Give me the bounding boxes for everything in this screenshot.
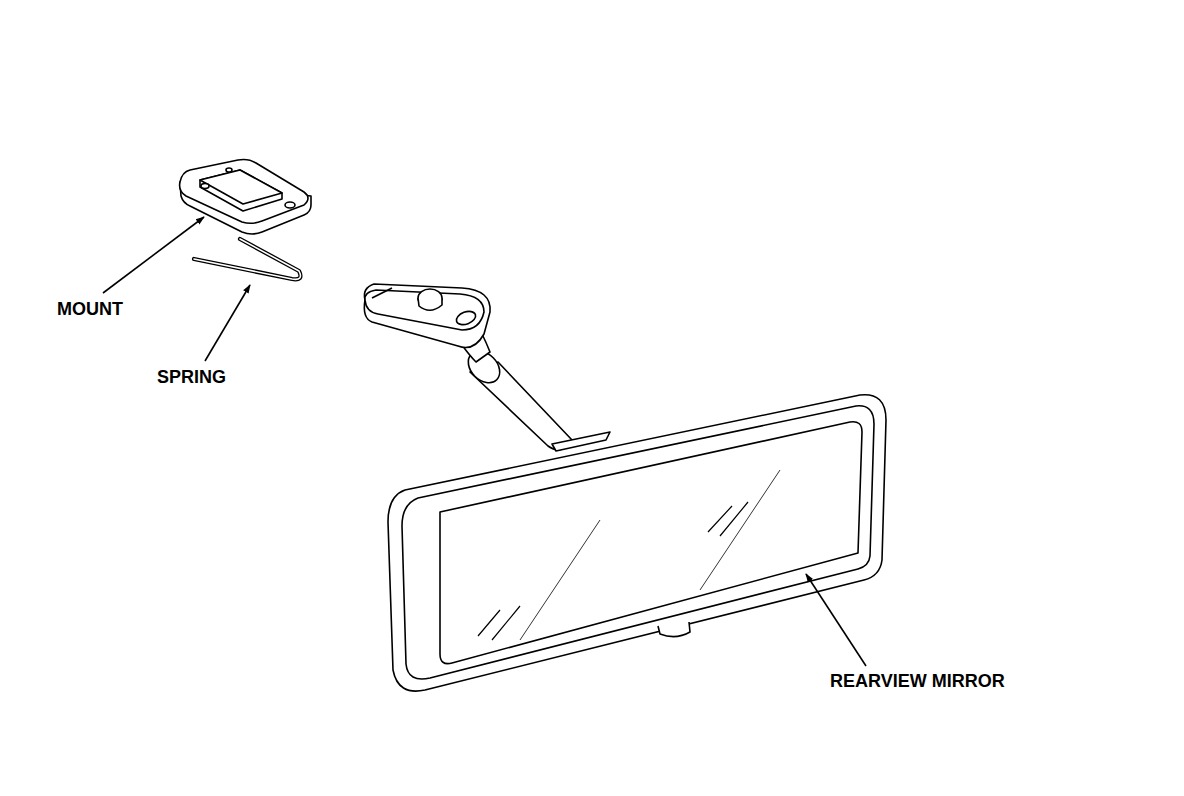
mount-drawing xyxy=(180,159,311,234)
mirror-body-drawing xyxy=(388,395,886,691)
leader-line xyxy=(806,574,866,666)
part-label: REARVIEW MIRROR xyxy=(830,671,1005,691)
mirror-stem-drawing xyxy=(364,284,572,450)
part-label: SPRING xyxy=(157,367,226,387)
leader-line xyxy=(103,217,204,293)
spring-drawing xyxy=(194,239,300,279)
leader-lines xyxy=(103,217,866,666)
part-label: MOUNT xyxy=(57,299,123,319)
leader-line xyxy=(205,285,250,361)
